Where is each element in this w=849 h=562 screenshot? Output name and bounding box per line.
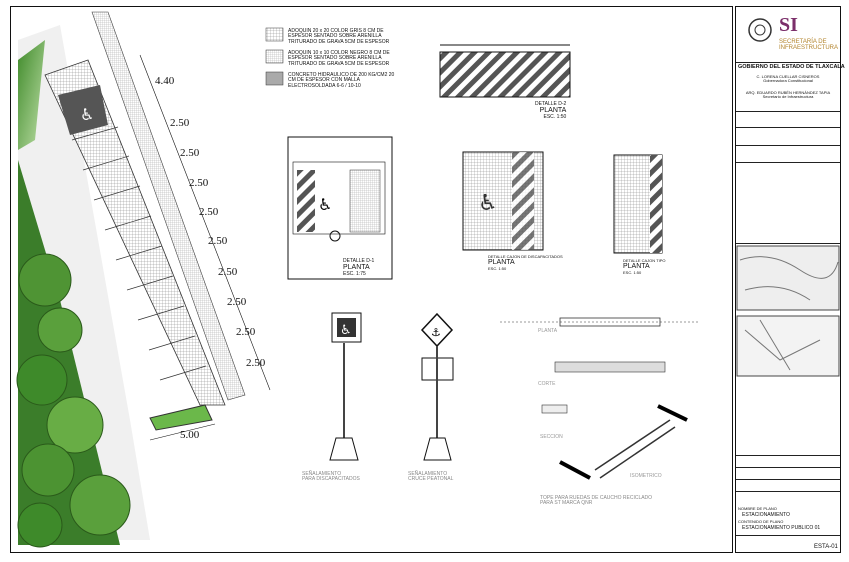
tope-drawings <box>500 317 700 480</box>
drawing-sheet <box>10 6 733 553</box>
plano-label: NOMBRE DE PLANO <box>738 506 777 511</box>
legend-swatch-1 <box>265 27 284 42</box>
plano-name: ESTACIONAMIENTO <box>742 512 790 518</box>
tope-corte-label: CORTE <box>538 381 556 387</box>
svg-text:♿: ♿ <box>318 195 332 214</box>
dimension-label: 5.00 <box>180 429 200 441</box>
dimension-label: 2.50 <box>170 117 190 129</box>
dimension-label: 2.50 <box>199 206 219 218</box>
tope-isometrico-label: ISOMETRICO <box>630 473 662 479</box>
dimension-label: 4.40 <box>155 75 175 87</box>
dimension-label: 2.50 <box>236 326 256 338</box>
detail-cajon-disc-drawing: ♿ <box>462 151 544 251</box>
dimension-label: 2.50 <box>189 177 209 189</box>
svg-text:♿: ♿ <box>340 323 352 338</box>
tope-planta-label: PLANTA <box>538 328 558 334</box>
svg-text:♿: ♿ <box>478 191 498 216</box>
sign-discapacitados-drawing: ♿ <box>329 312 362 461</box>
svg-text:⚓: ⚓ <box>431 326 441 339</box>
dimension-label: 2.50 <box>246 357 266 369</box>
parking-strip: ♿ <box>44 11 271 441</box>
vegetation-area <box>16 25 150 548</box>
dimension-label: 2.50 <box>180 147 200 159</box>
dimension-label: 2.50 <box>208 235 228 247</box>
dimension-label: 2.50 <box>218 266 238 278</box>
tope-seccion-label: SECCION <box>540 434 563 440</box>
titleblock-graphics <box>736 18 840 377</box>
contenido-name: ESTACIONAMIENTO PUBLICO 01 <box>742 525 821 531</box>
detail-d1-drawing: ♿ <box>287 136 393 280</box>
gov-name: GOBIERNO DEL ESTADO DE TLAXCALA <box>738 64 845 70</box>
clave: ESTA-01 <box>814 544 838 550</box>
svg-text:♿: ♿ <box>80 105 94 124</box>
legend-swatch-3 <box>265 71 284 86</box>
legend-swatch-2 <box>265 49 284 64</box>
dimension-label: 2.50 <box>227 296 247 308</box>
logo-text: SI <box>779 14 798 36</box>
contenido-label: CONTENIDO DE PLANO <box>738 519 784 524</box>
detail-d2-drawing <box>439 51 571 98</box>
sign-cruce-drawing: ⚓ <box>420 312 454 461</box>
